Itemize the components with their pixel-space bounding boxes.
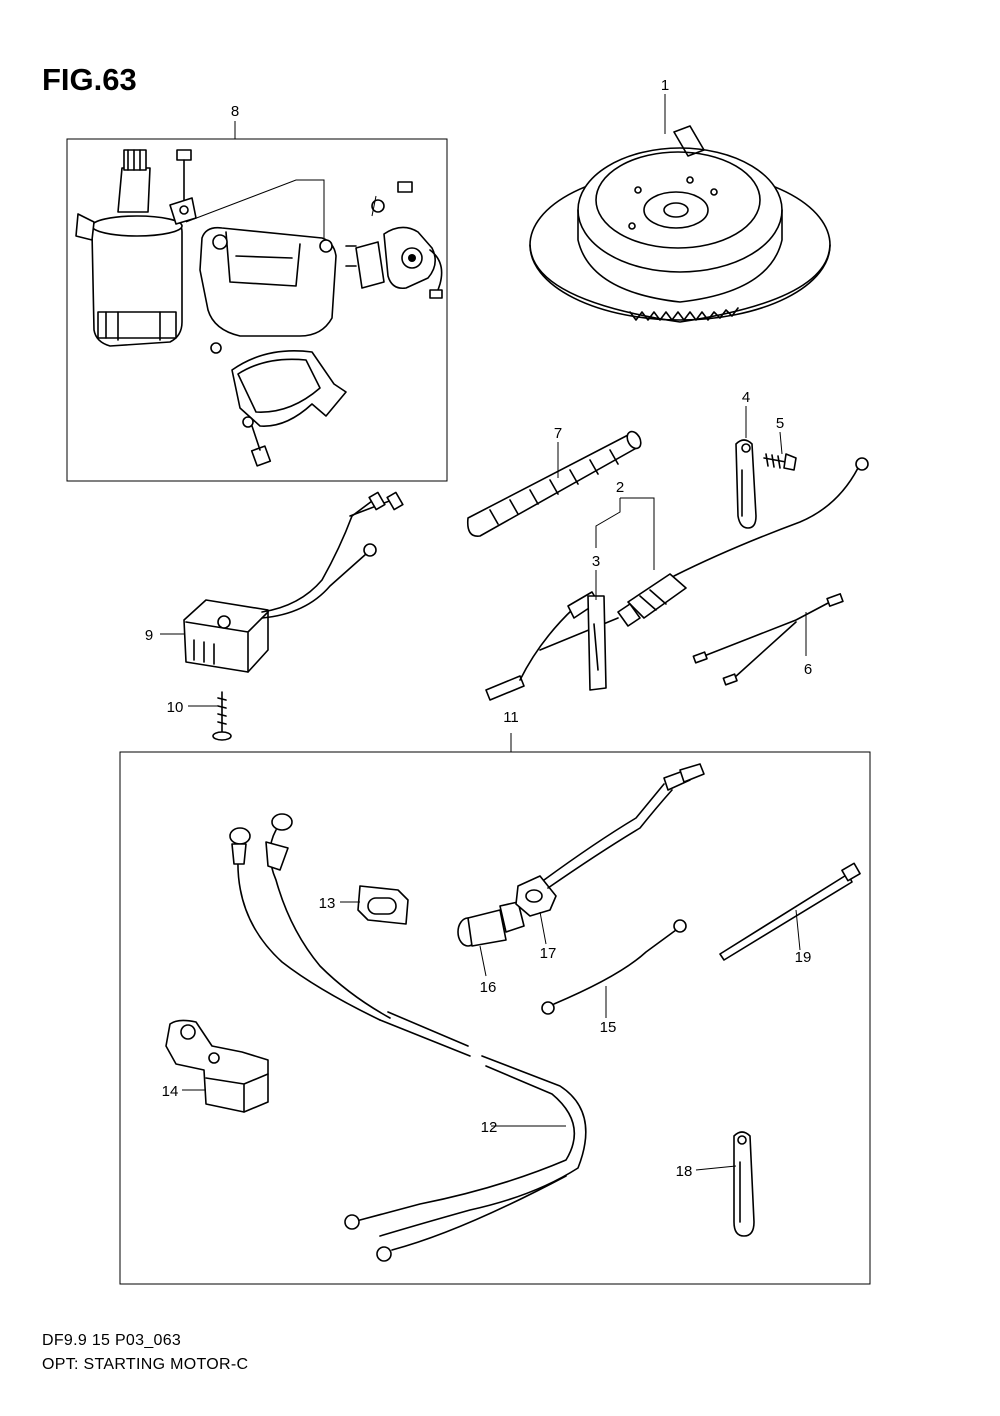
callout-2: 2 — [616, 479, 624, 496]
relay-drawing — [183, 491, 404, 673]
holder-14-drawing — [165, 1019, 269, 1113]
callout-12: 12 — [481, 1119, 498, 1136]
switch-16-drawing — [457, 901, 525, 947]
solenoid-drawing — [345, 181, 443, 299]
clamp-4-drawing — [735, 439, 757, 529]
callout-17: 17 — [540, 945, 557, 962]
callout-16: 16 — [480, 979, 497, 996]
cap-17-drawing — [515, 763, 705, 917]
callout-4: 4 — [742, 389, 750, 406]
callout-14: 14 — [162, 1083, 179, 1100]
figure-description: OPT: STARTING MOTOR-C — [42, 1356, 249, 1373]
callout-9: 9 — [145, 627, 153, 644]
callout-19: 19 — [795, 949, 812, 966]
callout-3: 3 — [592, 553, 600, 570]
figure-title: FIG.63 — [42, 62, 137, 97]
callout-10: 10 — [167, 699, 184, 716]
callout-7: 7 — [554, 425, 562, 442]
battery-cable-drawing — [229, 813, 587, 1262]
lead-wire-6-drawing — [692, 593, 844, 686]
callout-15: 15 — [600, 1019, 617, 1036]
clamp-18-drawing — [733, 1131, 755, 1237]
callout-8: 8 — [231, 103, 239, 120]
callout-labels: 1 2 3 4 5 6 7 8 9 10 11 12 13 14 15 16 1… — [145, 77, 812, 1180]
screw-5-drawing — [763, 453, 797, 471]
callout-13: 13 — [319, 895, 336, 912]
callout-11: 11 — [503, 709, 519, 726]
starting-motor-drawing — [75, 149, 325, 347]
protector-tube-drawing — [466, 430, 642, 537]
screw-10-drawing — [212, 691, 232, 741]
wiring-assembly-box — [119, 733, 871, 1285]
lead-wire-15-drawing — [541, 919, 687, 1015]
callout-1: 1 — [661, 77, 669, 94]
callout-6: 6 — [804, 661, 812, 678]
starting-motor-assembly-box — [66, 121, 448, 482]
cable-tie-19-drawing — [719, 862, 861, 961]
flywheel-drawing — [529, 125, 831, 323]
grommet-13-drawing — [357, 885, 409, 925]
figure-code: DF9.9 15 P03_063 — [42, 1332, 182, 1349]
callout-18: 18 — [676, 1163, 693, 1180]
cord-assembly-drawing — [485, 457, 869, 701]
motor-bracket-drawing — [199, 226, 347, 467]
leader-lines — [160, 94, 807, 1171]
callout-5: 5 — [776, 415, 784, 432]
